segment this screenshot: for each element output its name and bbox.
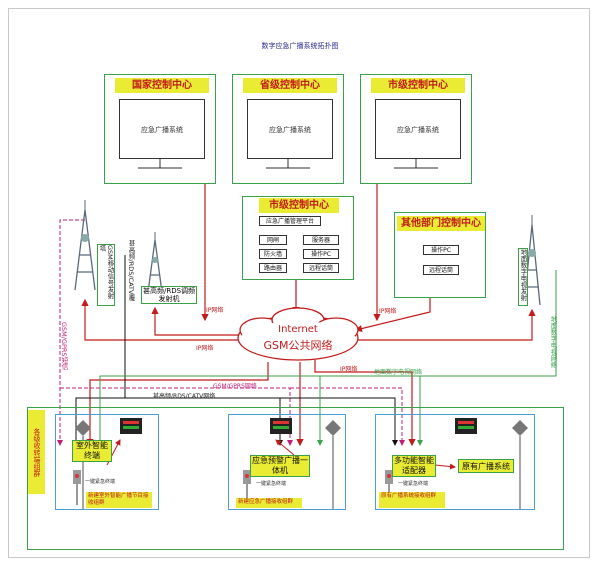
receive-region: [27, 407, 564, 550]
provincial-monitor: 应急广播系统: [247, 99, 333, 159]
national-control-center: 国家控制中心 应急广播系统: [104, 74, 216, 184]
legacy-broadcast-box: 原有广播系统: [458, 459, 514, 473]
fm-station-label: 甚高频/RDS调频发射机: [141, 286, 197, 304]
link-gsm-tower: [81, 298, 238, 341]
national-monitor: 应急广播系统: [119, 99, 205, 159]
link-dtv-site1: [97, 375, 320, 446]
city-control-center-top: 市级控制中心 应急广播系统: [360, 74, 472, 184]
receive-group-label: 各级收转端组群: [28, 410, 45, 494]
ip-label-1: IP网络: [206, 307, 224, 314]
speaker-icon: [325, 420, 341, 436]
outdoor-terminal-box: 室外智能终端: [72, 440, 112, 462]
provincial-control-center-label: 省级控制中心: [243, 78, 337, 93]
dtv-tower-icon: [523, 215, 541, 306]
site-outdoor: [55, 414, 159, 510]
diagram-frame: [8, 8, 590, 558]
link-site3-ip: [314, 360, 416, 447]
gateway-box: 网闸: [259, 235, 287, 245]
smart-adapter-box: 多功能智能适配器: [392, 455, 436, 477]
site-outdoor-tag: 新建室外智能广播节目接收组群: [86, 492, 152, 508]
network-gsm-label: GSM公共网络: [263, 339, 333, 352]
platform-box: 应急广播管理平台: [259, 216, 321, 226]
link-dtv-site2: [317, 270, 557, 446]
link-site1-ip: [86, 362, 269, 447]
remote-mic-box: 远程话筒: [303, 263, 339, 273]
city-control-center-mid-label: 市级控制中心: [259, 198, 339, 213]
other-dept-control-center: 其他部门控制中心 操作PC 远程话筒: [394, 212, 486, 298]
led-screen-icon: [120, 418, 477, 434]
server-box: 服务器: [303, 235, 339, 245]
other-remote-mic-box: 远程话筒: [423, 265, 459, 275]
operator-pc-box: 操作PC: [303, 249, 339, 259]
other-dept-control-center-label: 其他部门控制中心: [397, 216, 485, 231]
national-control-center-label: 国家控制中心: [115, 78, 209, 93]
alert-integrated-box: 应急预警广播一体机: [250, 455, 310, 477]
link-dtv-tower: [355, 308, 536, 341]
link-fm-tower: [151, 306, 240, 336]
link-gsm-sms: [57, 219, 85, 446]
city-top-monitor: 应急广播系统: [375, 99, 461, 159]
gsm-sms-label: GSM/GPRS短信: [60, 322, 68, 370]
router-box: 路由器: [259, 263, 287, 273]
gsm-tower-label: GSM移动信号发射塔: [97, 244, 115, 306]
gsm-network-label: GSM/GPRS网络: [213, 383, 257, 390]
emergency-key-label-3: 一键紧急终端: [398, 481, 429, 487]
gsm-tower-icon: [74, 200, 96, 291]
site-integrated-tag: 新建应急广播接收组群: [236, 498, 302, 508]
dtv-network-label: 地面数字电视网络: [374, 369, 423, 376]
site-integrated: [228, 414, 346, 510]
firewall-box: 防火墙: [259, 249, 287, 259]
ip-label-3: IP网络: [196, 345, 214, 352]
city-control-center-top-label: 市级控制中心: [371, 78, 465, 93]
gsm-cloud-icon: [237, 307, 359, 361]
emergency-key-label-1: 一键紧急终端: [85, 479, 116, 485]
ip-label-4: IP网络: [340, 366, 358, 373]
fm-network-label: 甚高频/RDS/CATV网络: [153, 393, 216, 400]
link-gsm-site3: [290, 387, 405, 446]
link-fm-site3: [280, 397, 398, 446]
site-legacy: [375, 414, 535, 510]
site-legacy-tag: 原有广播系统接收组群: [379, 492, 445, 508]
network-internet-label: Internet: [278, 324, 318, 335]
provincial-control-center: 省级控制中心 应急广播系统: [232, 74, 344, 184]
speaker-icon: [512, 420, 528, 436]
speaker-icon: [75, 420, 91, 436]
link-other: [354, 298, 431, 333]
emergency-key-label-2: 一键紧急终端: [256, 481, 287, 487]
diagram-title: 数字应急广播系统拓扑图: [261, 42, 339, 50]
dtv-tower-label: 地面数字电视发射: [518, 248, 528, 306]
ip-label-2: IP网络: [379, 308, 397, 315]
dtv-side-label: 地面数字电视网络: [549, 316, 557, 368]
fm-coverage-label: 甚高频/RDS/CATV覆: [127, 240, 135, 301]
other-operator-pc-box: 操作PC: [423, 245, 459, 255]
city-control-center-mid: 市级控制中心 应急广播管理平台 网闸 服务器 防火墙 操作PC 路由器 远程话筒: [242, 196, 354, 280]
